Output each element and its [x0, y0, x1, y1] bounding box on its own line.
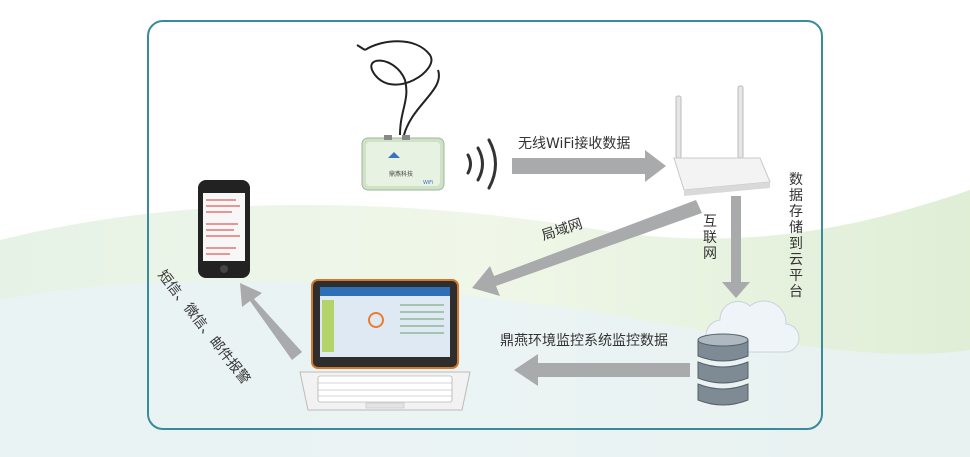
arrow-laptop-to-phone — [240, 283, 302, 360]
smartphone — [198, 180, 250, 278]
wifi-signal-icon — [466, 138, 497, 190]
device-brand-label: 鼎燕科技 — [389, 170, 413, 178]
label-wifi-receive: 无线WiFi接收数据 — [518, 136, 631, 152]
label-monitor-data: 鼎燕环境监控系统监控数据 — [500, 333, 668, 349]
diagram-frame — [147, 20, 823, 430]
label-cloud-storage: 数据存储到云平台 — [789, 172, 803, 300]
router-device — [673, 85, 771, 196]
flow-arrows — [240, 150, 750, 386]
label-internet: 互联网 — [703, 214, 717, 262]
laptop — [299, 279, 471, 411]
brand-logo-icon — [388, 152, 400, 158]
arrow-router-to-laptop — [472, 200, 702, 296]
sensor-probe-cable — [356, 40, 440, 136]
wifi-sensor-device — [361, 135, 445, 191]
device-wifi-badge: WiFi — [423, 180, 433, 186]
cloud-database-icon — [697, 300, 800, 406]
arrow-router-to-cloud — [722, 196, 750, 298]
arrow-cloud-to-laptop — [514, 354, 690, 386]
arrow-wifi-to-router — [512, 150, 666, 182]
